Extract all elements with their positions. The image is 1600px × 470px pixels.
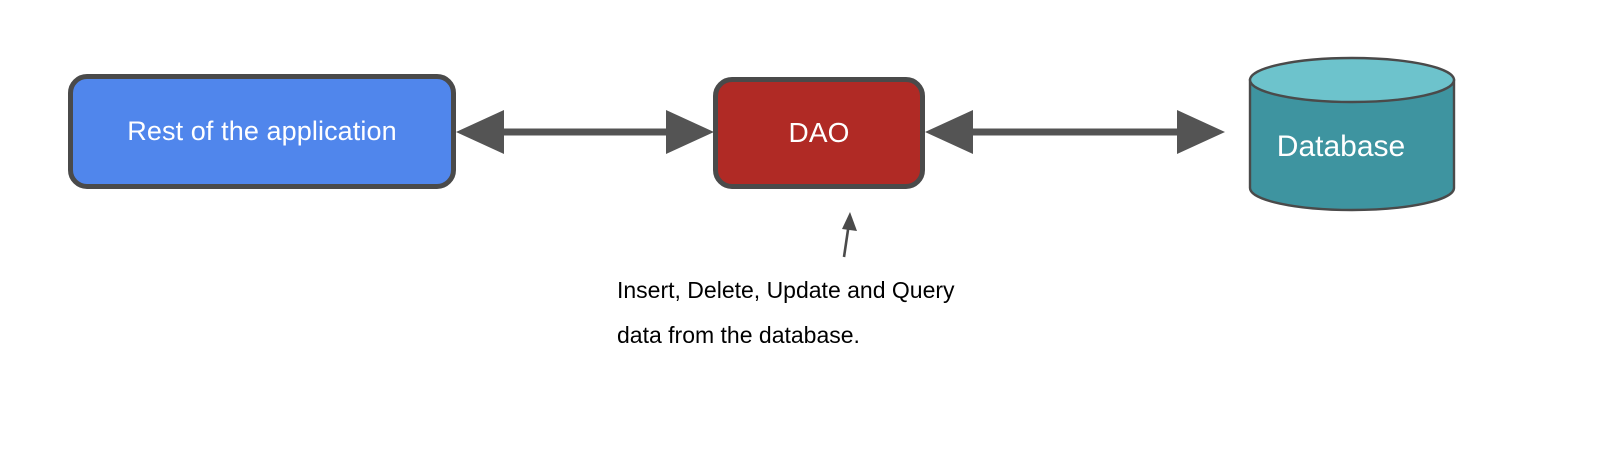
annotation-to-dao-pointer [828,205,870,263]
annotation-line-2: data from the database. [617,322,860,348]
cylinder-shape [1248,56,1456,212]
node-database[interactable]: Database [1222,56,1460,212]
node-dao-label: DAO [788,117,850,148]
app-to-dao-connector [452,104,718,162]
node-rest-of-application-label: Rest of the application [127,116,397,146]
double-arrow-shape [456,110,714,154]
up-arrow-shape [842,212,857,258]
annotation-label: Insert, Delete, Update and Query data fr… [617,268,1057,358]
node-rest-of-application[interactable]: Rest of the application [68,74,456,189]
node-dao[interactable]: DAO [713,77,925,189]
dao-to-database-connector [921,104,1229,162]
double-arrow-shape [925,110,1225,154]
annotation-line-1: Insert, Delete, Update and Query [617,277,955,303]
